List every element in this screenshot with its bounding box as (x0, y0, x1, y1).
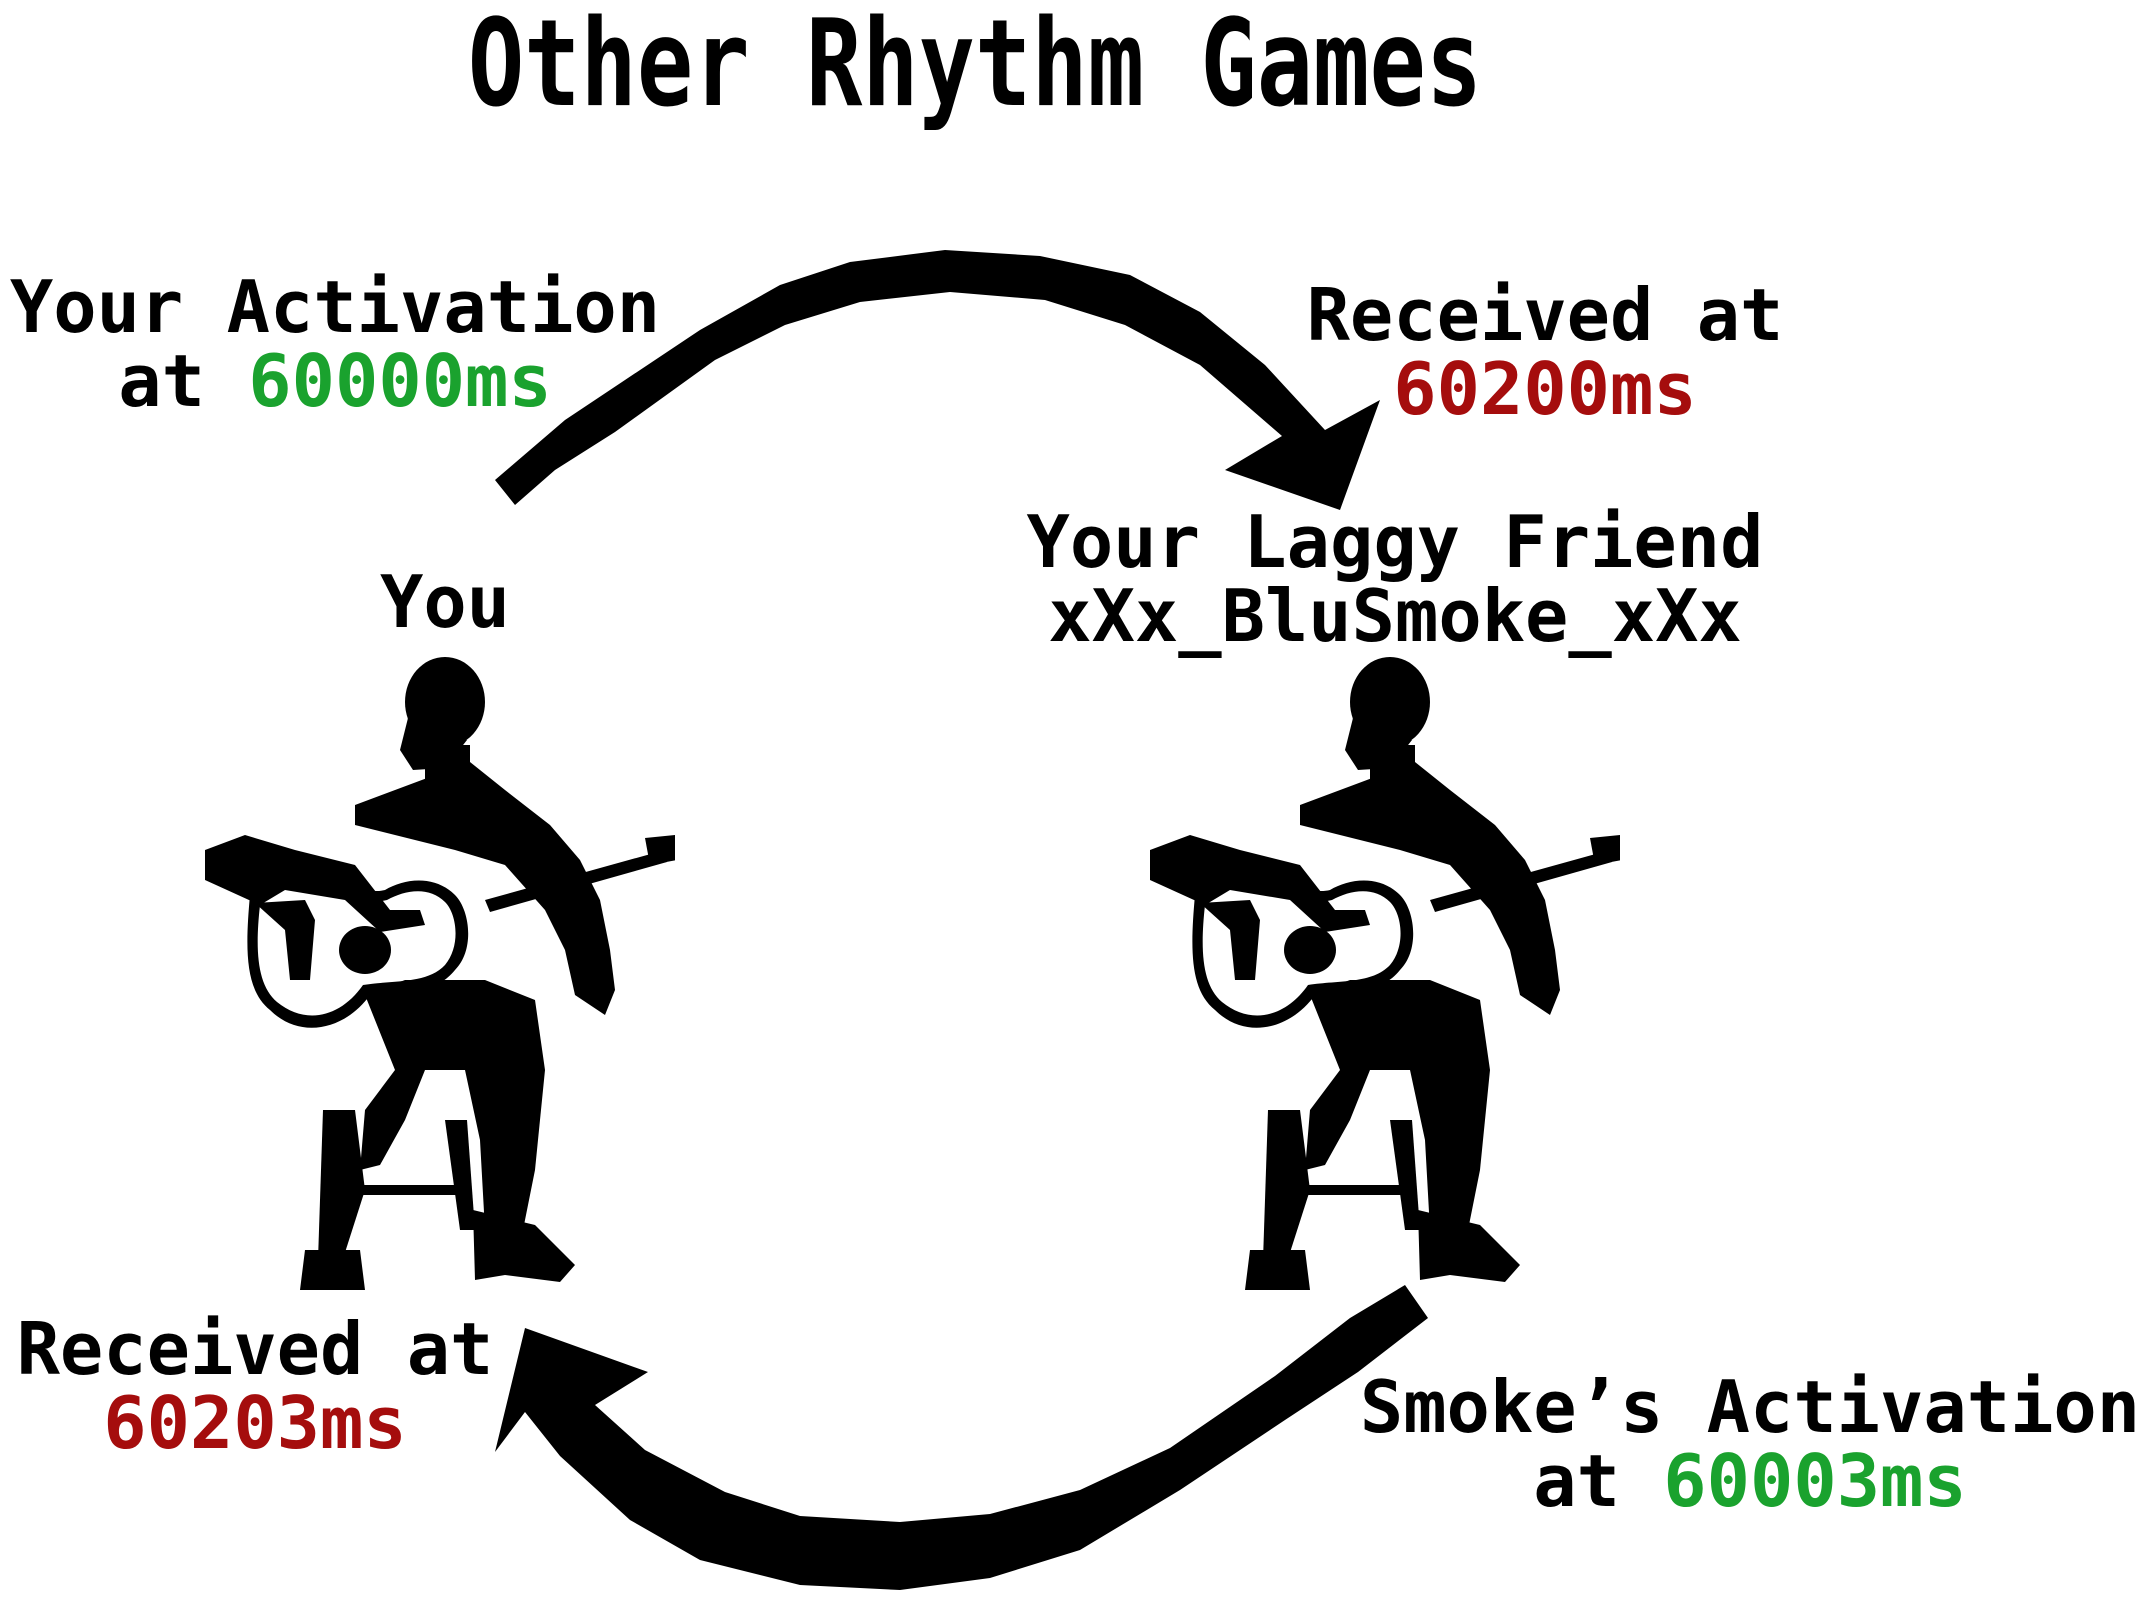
friend-name-line2: xXx_BluSmoke_xXx (1048, 574, 1742, 658)
your-activation-line2: at 60000ms (5, 344, 665, 418)
you-received-time: 60203ms (103, 1381, 407, 1465)
friend-guitarist-silhouette-icon (1150, 657, 1620, 1290)
smoke-activation-line1: Smoke’s Activation (1359, 1365, 2141, 1449)
your-activation-label: Your Activation at 60000ms (5, 270, 665, 418)
smoke-activation-time: 60003ms (1663, 1439, 1967, 1523)
friend-received-time: 60200ms (1393, 347, 1697, 431)
friend-received-line1: Received at (1306, 273, 1784, 357)
you-guitarist-silhouette-icon (205, 657, 675, 1290)
diagram-title: Other Rhythm Games (467, 0, 1483, 134)
top-curved-arrow-icon (495, 250, 1380, 510)
bottom-curved-arrow-icon (495, 1285, 1428, 1590)
you-name-label: You (379, 560, 511, 644)
smoke-activation-label: Smoke’s Activation at 60003ms (1355, 1370, 2145, 1518)
you-received-label: Received at 60203ms (5, 1312, 505, 1460)
you-received-line1: Received at (16, 1307, 494, 1391)
smoke-activation-prefix: at (1533, 1439, 1664, 1523)
your-activation-prefix: at (118, 339, 249, 423)
your-activation-line1: Your Activation (9, 265, 661, 349)
your-activation-time: 60000ms (248, 339, 552, 423)
friend-received-label: Received at 60200ms (1295, 278, 1795, 426)
friend-name-line1: Your Laggy Friend (1026, 500, 1764, 584)
friend-name-label: Your Laggy Friend xXx_BluSmoke_xXx (1000, 505, 1790, 653)
smoke-activation-line2: at 60003ms (1355, 1444, 2145, 1518)
